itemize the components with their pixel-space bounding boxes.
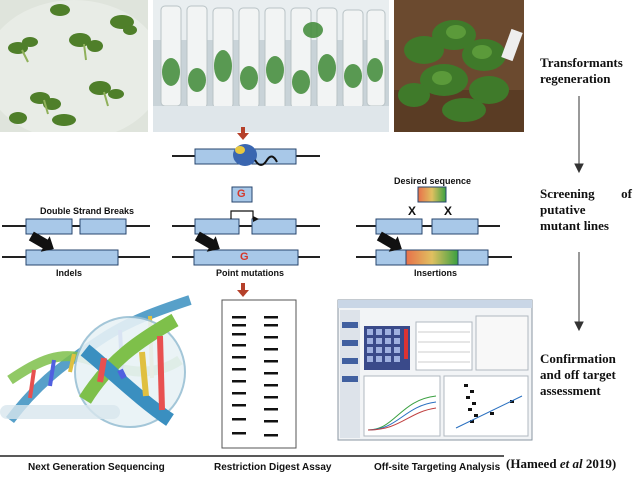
desired-sequence-label: Desired sequence — [394, 176, 472, 186]
point-mutation-result-box — [193, 249, 299, 266]
gel-image — [221, 299, 297, 449]
ota-caption: Off-site Targeting Analysis — [374, 462, 501, 473]
screening-line-3: mutant lines — [540, 218, 609, 233]
stage-confirmation-label: Confirmation and off target assessment — [540, 351, 632, 399]
photo-seedlings — [0, 0, 148, 132]
indels-label: Indels — [56, 268, 83, 278]
guide-rna — [254, 155, 278, 166]
point-mutations-label: Point mutations — [216, 268, 284, 278]
confirmation-line-1: Confirmation — [540, 351, 616, 366]
point-black-arrow — [194, 231, 220, 252]
x-mark-right: X — [444, 204, 453, 218]
indel-result-box — [25, 249, 119, 266]
red-arrow-top — [237, 127, 249, 140]
g-mutation-letter: G — [240, 251, 249, 263]
flow-arrow-2-head — [574, 321, 584, 332]
citation-etal: et al — [559, 456, 583, 471]
dsb-label: Double Strand Breaks — [40, 206, 135, 216]
software-screenshot — [337, 299, 533, 441]
stage-regeneration-label: Transformants regeneration — [540, 55, 623, 86]
confirmation-line-3: assessment — [540, 383, 601, 398]
insertions-label: Insertions — [414, 268, 458, 278]
ngs-caption: Next Generation Sequencing — [28, 462, 165, 473]
confirmation-line-2: and off target — [540, 367, 616, 382]
desired-sequence-box — [417, 186, 447, 203]
dna-helix-illustration — [0, 295, 192, 428]
flow-arrow-1-head — [574, 163, 584, 174]
photo-culture-tubes — [153, 0, 389, 132]
gel-bands — [232, 316, 278, 437]
x-mark-left: X — [408, 204, 417, 218]
red-arrow-bottom — [237, 283, 249, 297]
indel-black-arrow — [28, 231, 54, 252]
citation-year: 2019 — [582, 456, 612, 471]
stage-screening-label: Screening of putative mutant lines — [540, 186, 632, 234]
rda-caption: Restriction Digest Assay — [214, 462, 332, 473]
insertion-black-arrow — [376, 231, 402, 252]
citation: (Hameed et al 2019) — [506, 456, 617, 471]
citation-author: Hameed — [510, 456, 560, 471]
photo-potato-plant — [394, 0, 524, 132]
screening-line-1: Screening of — [540, 186, 632, 201]
g-template-box — [231, 186, 253, 203]
insertion-segment — [405, 249, 459, 266]
g-template-letter: G — [237, 188, 246, 200]
top-target-box-left — [194, 148, 240, 165]
screening-line-2: putative — [540, 202, 586, 217]
